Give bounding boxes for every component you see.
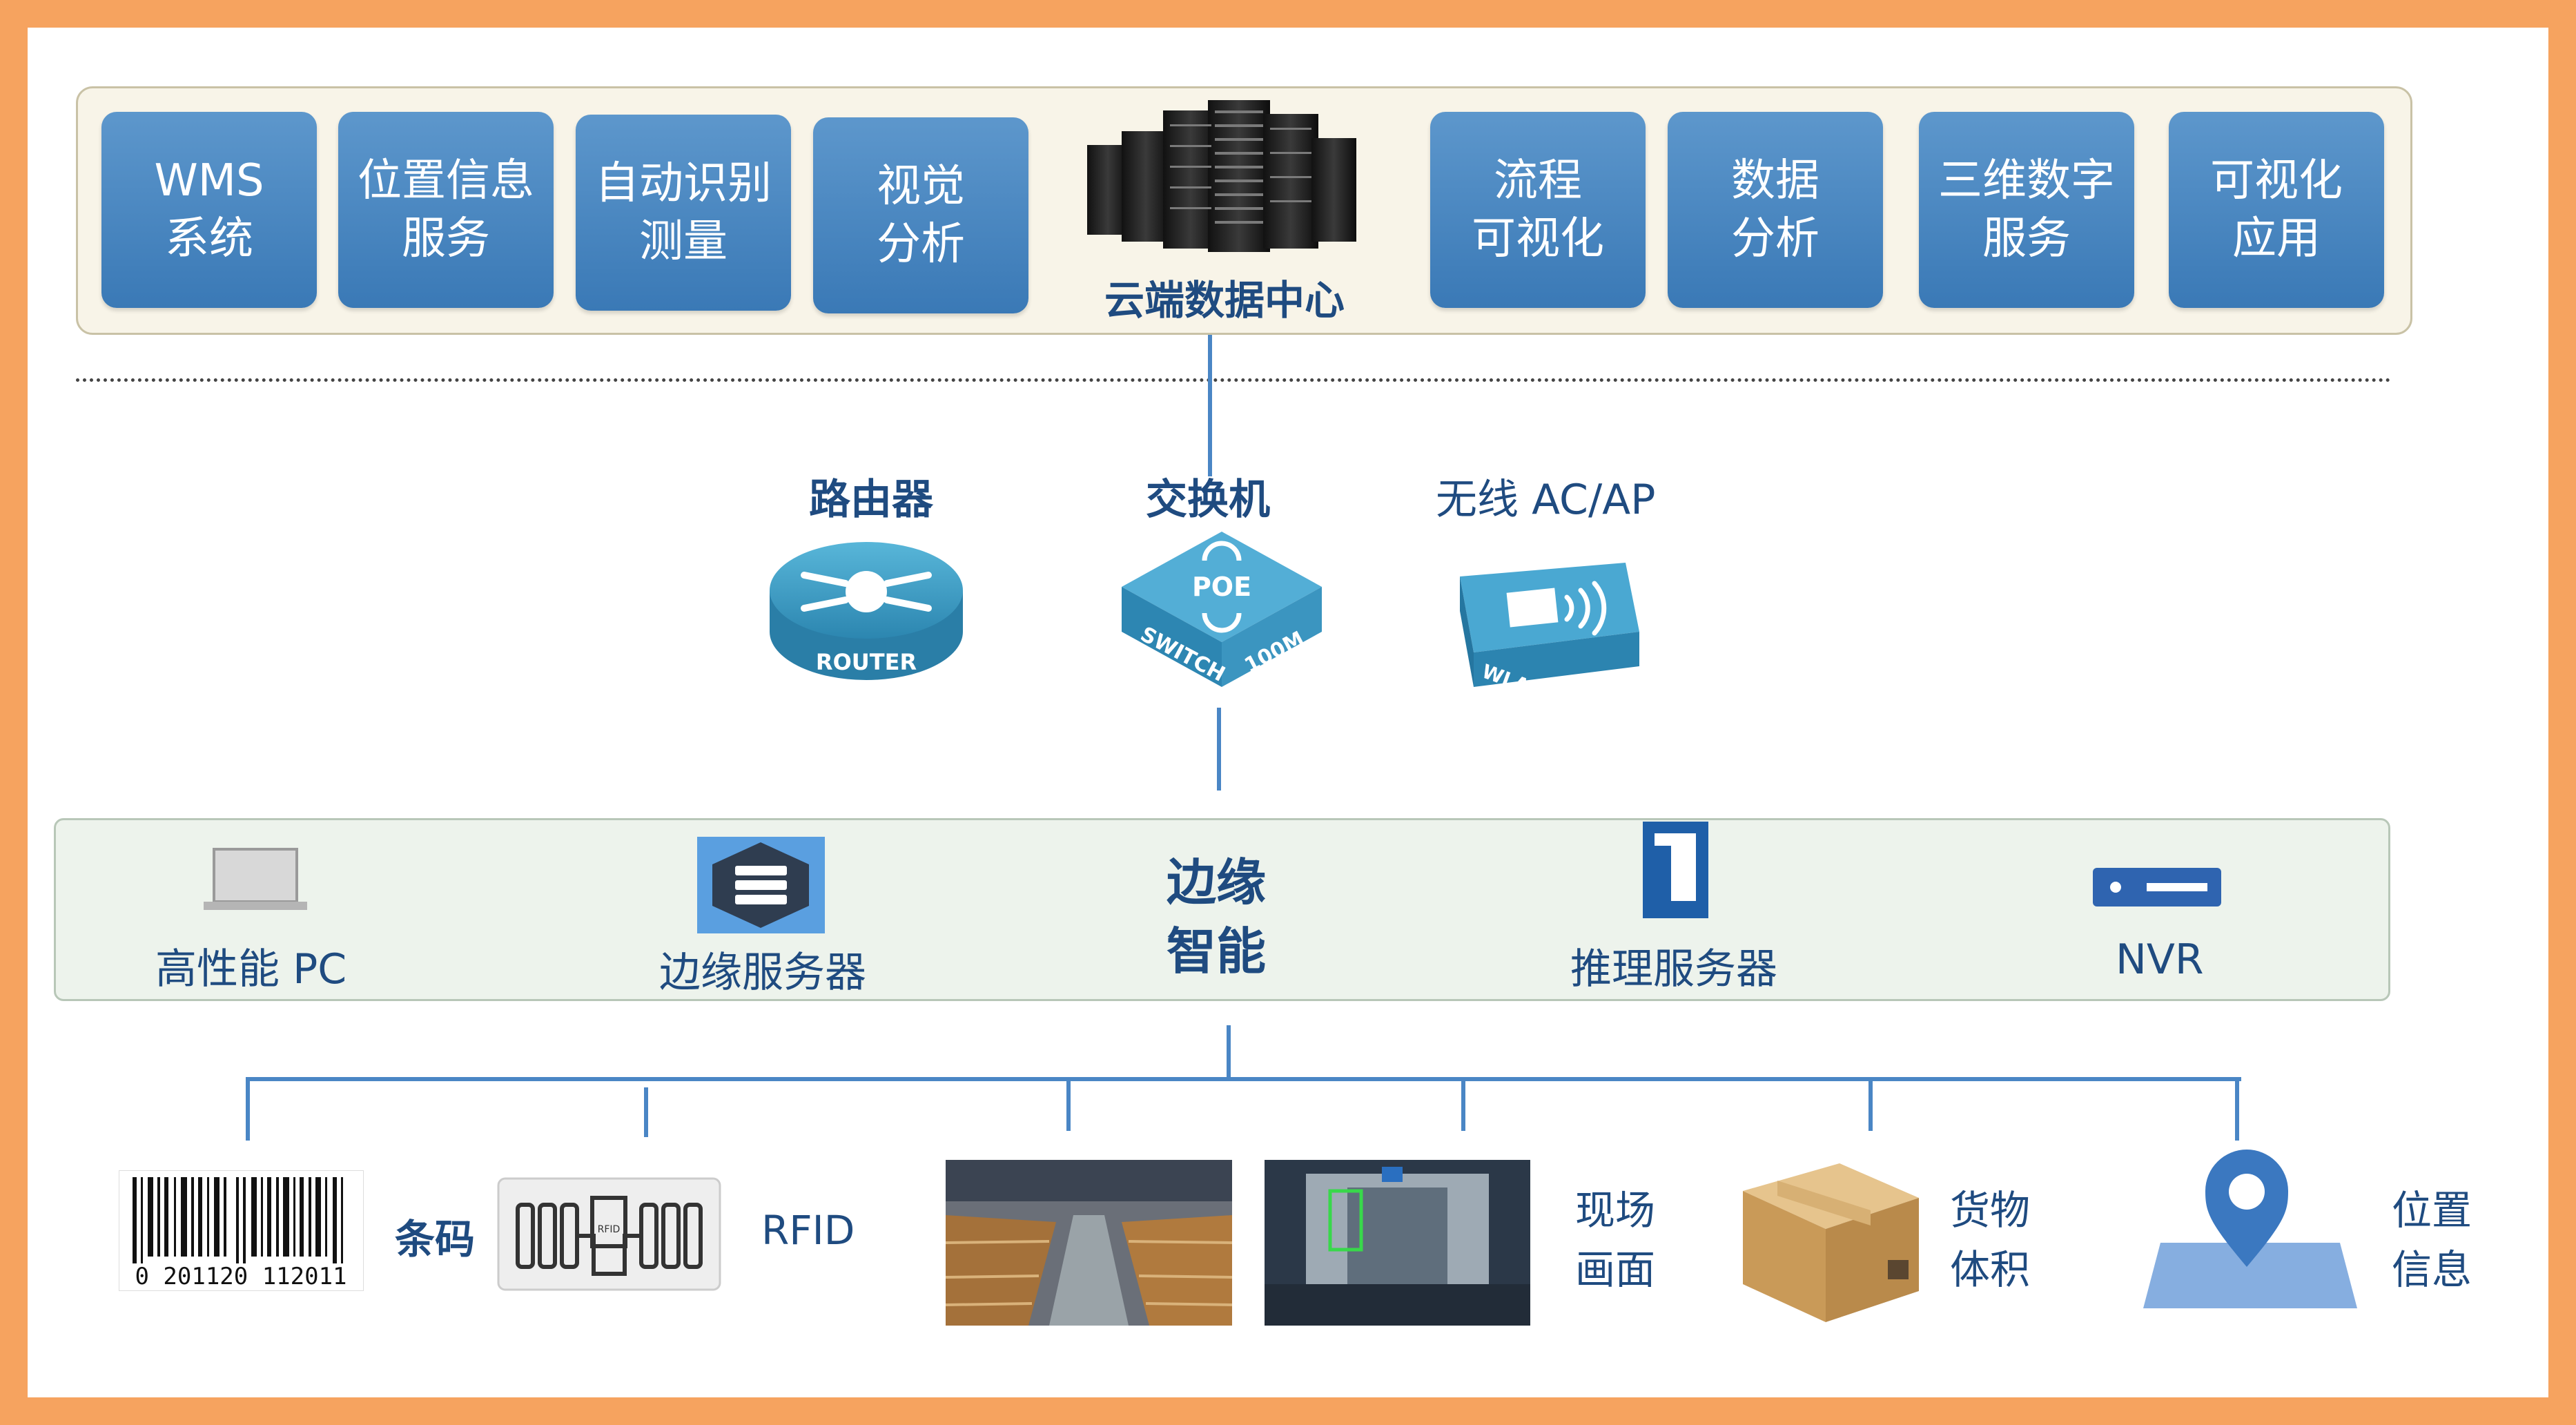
switch-label: 交换机	[1146, 476, 1270, 524]
laptop-icon	[204, 848, 307, 910]
edge-item-edge-server: 边缘服务器	[659, 949, 866, 997]
barcode-icon: 0 201120 112011	[119, 1170, 364, 1291]
edge-tier-panel	[54, 818, 2390, 1001]
edge-item-pc: 高性能 PC	[155, 945, 347, 993]
tile-wms: WMS 系统	[101, 112, 317, 308]
tile-visual-application: 可视化 应用	[2169, 112, 2384, 308]
tile-location-service: 位置信息 服务	[338, 112, 554, 308]
warehouse-scene-image-1	[946, 1160, 1232, 1326]
bus-drop-cargo	[1868, 1077, 1873, 1131]
nvr-icon	[2093, 868, 2221, 907]
rfid-label: RFID	[761, 1207, 855, 1254]
rfid-tag-text: RFID	[598, 1224, 621, 1235]
wireless-label: 无线 AC/AP	[1436, 476, 1656, 524]
barcode-number: 0 201120 112011	[135, 1263, 347, 1290]
edge-intelligence-title: 边缘 智能	[1167, 853, 1267, 980]
connector-cloud-switch	[1208, 335, 1212, 476]
bus-drop-barcode	[246, 1077, 250, 1141]
router-label: 路由器	[809, 476, 933, 524]
inference-server-icon	[1643, 822, 1708, 918]
connector-switch-edge	[1217, 708, 1221, 791]
tier-separator	[76, 378, 2392, 382]
location-pin-icon	[2143, 1150, 2357, 1308]
cargo-box-icon	[1743, 1163, 1919, 1322]
edge-server-icon	[697, 837, 825, 933]
server-rack-icon	[1087, 100, 1356, 252]
scene-label: 现场 画面	[1575, 1187, 1656, 1293]
cloud-datacenter-label: 云端数据中心	[1104, 277, 1345, 324]
edge-item-nvr: NVR	[2116, 936, 2204, 984]
warehouse-scene-image-2	[1265, 1160, 1530, 1326]
tile-process-visual: 流程 可视化	[1430, 112, 1646, 308]
bus-drop-scene-2	[1461, 1077, 1465, 1131]
location-label: 位置 信息	[2392, 1187, 2472, 1293]
bus-drop-scene-1	[1066, 1077, 1071, 1131]
bus-drop-location	[2235, 1077, 2239, 1141]
tile-3d-digital: 三维数字 服务	[1919, 112, 2134, 308]
cargo-label: 货物 体积	[1950, 1187, 2031, 1293]
switch-badge-top: POE	[1192, 572, 1251, 602]
wlan-ap-icon: WLAN	[1460, 563, 1639, 690]
tile-auto-identify: 自动识别 测量	[576, 115, 791, 311]
router-badge: ROUTER	[816, 649, 917, 675]
barcode-label: 条码	[395, 1216, 476, 1263]
tile-vision-analysis: 视觉 分析	[813, 117, 1028, 313]
router-icon: ROUTER	[770, 542, 963, 680]
tile-data-analysis: 数据 分析	[1668, 112, 1883, 308]
bus-drop-rfid	[644, 1087, 648, 1137]
edge-item-inference-server: 推理服务器	[1570, 945, 1777, 993]
poe-switch-icon: POE SWITCH 100M	[1122, 532, 1322, 687]
device-bus-line	[246, 1077, 2241, 1081]
rfid-tag-icon: RFID	[497, 1177, 721, 1291]
connector-edge-bus	[1227, 1025, 1231, 1079]
